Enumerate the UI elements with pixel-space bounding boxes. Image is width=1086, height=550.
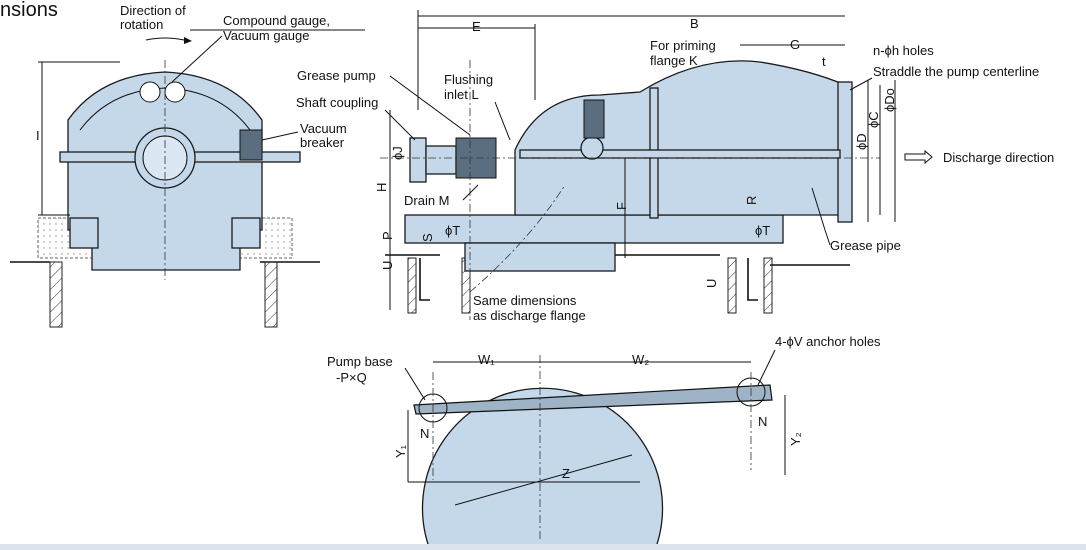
dim-e: E bbox=[472, 19, 481, 34]
pump-pedestal bbox=[464, 242, 616, 272]
label-drain: Drain M bbox=[404, 193, 450, 208]
label-pump-base-2: -P×Q bbox=[336, 370, 367, 385]
end-view: I Direction of rotation Compound gauge, … bbox=[10, 3, 365, 328]
dim-r: R bbox=[744, 196, 759, 205]
dim-g: G bbox=[790, 37, 800, 52]
label-priming-flange-1: For priming bbox=[650, 38, 716, 53]
label-anchor-holes: 4-ϕV anchor holes bbox=[775, 334, 881, 349]
label-discharge-direction: Discharge direction bbox=[943, 150, 1054, 165]
label-grease-pump: Grease pump bbox=[297, 68, 376, 83]
dim-n-left: N bbox=[420, 426, 429, 441]
anchor-bolt-left bbox=[419, 258, 430, 301]
label-flushing-inlet-1: Flushing bbox=[444, 72, 493, 87]
coupling-body-side bbox=[425, 145, 457, 175]
leader-flushing bbox=[494, 101, 511, 141]
pump-casing-side bbox=[514, 60, 846, 216]
dim-i: I bbox=[36, 128, 40, 143]
page-title: nsions bbox=[0, 0, 58, 21]
coupling-flange-side bbox=[409, 137, 427, 183]
label-pump-base-1: Pump base bbox=[327, 354, 393, 369]
label-compound-gauge-2: Vacuum gauge bbox=[223, 28, 310, 43]
foot-right bbox=[231, 217, 261, 249]
gauge-2-icon bbox=[164, 81, 186, 103]
dim-n-right: N bbox=[758, 414, 767, 429]
pit-circle bbox=[421, 387, 664, 550]
gauge-1-icon bbox=[139, 81, 161, 103]
dim-d: ϕD bbox=[854, 133, 869, 150]
label-priming-flange-2: flange K bbox=[650, 53, 698, 68]
discharge-arrow-icon bbox=[904, 149, 933, 165]
leader-pump-base bbox=[404, 367, 426, 401]
dim-u-left: U bbox=[380, 261, 395, 270]
plan-view: W₁ W₂ N N Y₁ Y₂ Z Pump base -P×Q 4-ϕV an… bbox=[327, 334, 881, 550]
foundation-wall-right bbox=[264, 261, 278, 328]
label-straddle: Straddle the pump centerline bbox=[873, 64, 1039, 79]
leader-anchor-holes bbox=[757, 349, 776, 386]
bottom-strip bbox=[0, 544, 1086, 550]
dim-c: ϕC bbox=[866, 111, 881, 128]
leader-vacuum-breaker bbox=[261, 131, 299, 141]
dim-y1: Y₁ bbox=[393, 444, 408, 458]
leader-holes bbox=[849, 77, 873, 91]
label-same-dims-2: as discharge flange bbox=[473, 308, 586, 323]
pump-base-side bbox=[404, 214, 784, 244]
label-grease-pipe: Grease pipe bbox=[830, 238, 901, 253]
label-holes: n-ϕh holes bbox=[873, 43, 934, 58]
dim-u-right: U bbox=[704, 279, 719, 288]
dim-t: t bbox=[822, 54, 826, 69]
dim-z: Z bbox=[562, 466, 570, 481]
label-vacuum-breaker-2: breaker bbox=[300, 135, 345, 150]
dim-do: ϕDo bbox=[882, 88, 897, 112]
label-flushing-inlet-2: inlet L bbox=[444, 87, 479, 102]
label-compound-gauge-1: Compound gauge, bbox=[223, 13, 330, 28]
dim-t-right: ϕT bbox=[755, 223, 770, 238]
dim-t-left: ϕT bbox=[445, 223, 460, 238]
pump-base-plan bbox=[413, 384, 773, 415]
dim-f: F bbox=[614, 202, 629, 210]
dim-s: S bbox=[420, 233, 435, 242]
label-same-dims-1: Same dimensions bbox=[473, 293, 577, 308]
label-direction-of-rotation-2: rotation bbox=[120, 17, 163, 32]
foundation-wall-left bbox=[49, 261, 63, 328]
dim-h: H bbox=[374, 183, 389, 192]
dim-w2: W₂ bbox=[632, 352, 649, 367]
dim-b: B bbox=[690, 16, 699, 31]
leader-same-dims bbox=[469, 184, 566, 293]
label-shaft-coupling: Shaft coupling bbox=[296, 95, 378, 110]
dim-y2: Y₂ bbox=[788, 432, 803, 446]
dim-line-z bbox=[454, 454, 633, 506]
side-view: B E G t H ϕJ P U U F S ϕT ϕT R ϕD ϕC ϕDo bbox=[296, 10, 1054, 323]
leader-gauge bbox=[171, 35, 223, 83]
leader-grease-pipe bbox=[811, 187, 831, 246]
dim-w1: W₁ bbox=[478, 352, 495, 367]
bearing-side bbox=[580, 136, 604, 160]
rotation-arrow-icon bbox=[145, 37, 185, 41]
label-vacuum-breaker-1: Vacuum bbox=[300, 121, 347, 136]
vacuum-breaker-side bbox=[583, 99, 605, 139]
leader-grease-pump bbox=[389, 75, 471, 136]
vacuum-breaker-icon bbox=[239, 129, 263, 161]
dim-j: ϕJ bbox=[390, 146, 405, 160]
shaft-side bbox=[519, 149, 841, 159]
label-direction-of-rotation-1: Direction of bbox=[120, 3, 186, 18]
leader-shaft-coupling bbox=[384, 109, 416, 141]
leader-drain bbox=[462, 184, 479, 201]
foot-left bbox=[69, 217, 99, 249]
dim-p: P bbox=[380, 231, 395, 240]
anchor-bolt-right bbox=[747, 258, 758, 301]
